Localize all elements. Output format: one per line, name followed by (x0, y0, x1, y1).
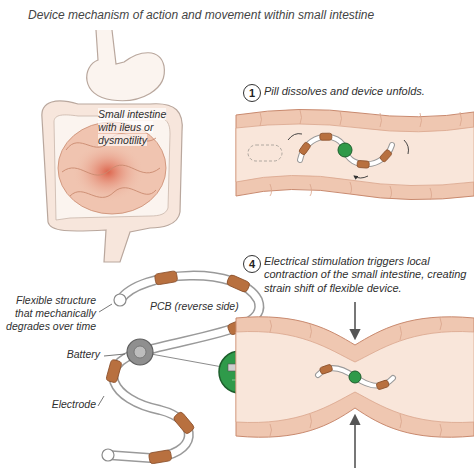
electrode (319, 364, 333, 375)
contracted-intestine (349, 371, 361, 383)
electrode (357, 160, 369, 168)
part-label: Battery (40, 348, 100, 361)
electrodes (106, 271, 252, 464)
device (134, 346, 146, 358)
figure-title: Device mechanism of action and movement … (28, 8, 468, 23)
callout-number: 4 (249, 259, 255, 270)
force-arrow (354, 416, 356, 468)
leader-lines (104, 354, 125, 356)
label-text: PCB (reverse side) (150, 300, 239, 312)
electrode (320, 133, 332, 140)
intestine-section (236, 109, 474, 200)
leader-lines (98, 304, 125, 406)
label-text: Small intestine with ileus or dysmotilit… (98, 108, 166, 146)
intestine-section (236, 124, 474, 186)
digestive-tract (42, 101, 182, 262)
electrode (154, 271, 178, 285)
step-number-circle: 4 (243, 255, 261, 273)
callout-number: 1 (249, 88, 255, 99)
label-text: Electrode (52, 398, 96, 410)
electrode (379, 149, 392, 163)
electrode (226, 274, 251, 293)
electrodes (319, 364, 389, 390)
intestine-section (288, 134, 409, 178)
electrode (148, 450, 172, 464)
electrodes (298, 133, 392, 168)
electrode (376, 380, 390, 390)
intestine-section (300, 137, 392, 165)
force-arrow (354, 302, 356, 338)
label-text: Battery (67, 348, 100, 360)
contracted-intestine (236, 332, 474, 423)
step-caption: Electrical stimulation triggers local co… (264, 255, 469, 295)
electrode (106, 359, 122, 383)
leader-lines (99, 304, 112, 312)
intestine-section (300, 137, 392, 165)
step-caption: Pill dissolves and device unfolds. (264, 85, 469, 98)
intestine-section (236, 109, 474, 199)
label-text: Electrical stimulation triggers local co… (264, 255, 466, 294)
step-number-circle: 1 (243, 84, 261, 102)
battery (127, 339, 153, 365)
device (102, 449, 114, 461)
part-label: Flexible structure that mechanically deg… (4, 294, 96, 332)
part-label: Electrode (30, 398, 96, 411)
leader-lines (98, 396, 104, 406)
contracted-intestine (236, 302, 474, 468)
device (114, 294, 126, 306)
intestine-section (338, 143, 352, 157)
label-text: Pill dissolves and device unfolds. (264, 85, 425, 97)
electrode (173, 411, 196, 435)
electrode (298, 142, 311, 156)
intestine-section (260, 110, 462, 200)
part-label: PCB (reverse side) (150, 300, 250, 313)
title-text: Device mechanism of action and movement … (28, 8, 374, 22)
label-text: Flexible structure that mechanically deg… (6, 294, 96, 332)
digestive-tract (87, 30, 165, 101)
digestive-tract (42, 30, 182, 262)
organ-label: Small intestine with ileus or dysmotilit… (98, 108, 184, 146)
intestine-section (248, 145, 282, 161)
